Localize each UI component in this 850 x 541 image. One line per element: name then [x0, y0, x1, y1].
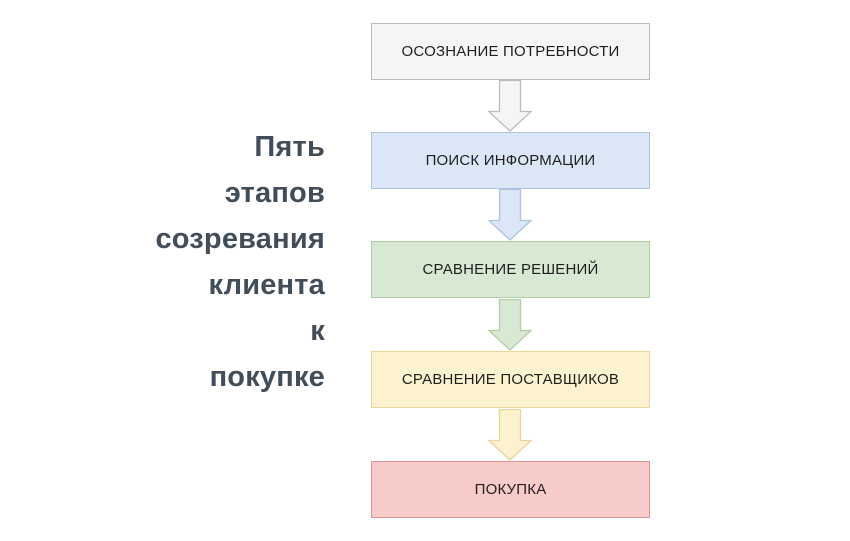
flow-arrow-down-icon	[488, 299, 532, 351]
diagram-title: Пять этапов созревания клиента к покупке	[40, 124, 325, 400]
flow-arrow-down-icon	[488, 80, 532, 132]
stage-label: ОСОЗНАНИЕ ПОТРЕБНОСТИ	[401, 43, 620, 60]
stage-box-information-search: ПОИСК ИНФОРМАЦИИ	[371, 132, 650, 189]
flow-arrow-down-icon	[488, 189, 532, 241]
title-line: этапов	[224, 177, 325, 209]
title-line: созревания	[155, 223, 325, 255]
stage-box-need-recognition: ОСОЗНАНИЕ ПОТРЕБНОСТИ	[371, 23, 650, 80]
title-line: клиента	[208, 269, 325, 301]
stage-label: СРАВНЕНИЕ РЕШЕНИЙ	[422, 261, 599, 278]
stage-box-solution-comparison: СРАВНЕНИЕ РЕШЕНИЙ	[371, 241, 650, 298]
stage-box-vendor-comparison: СРАВНЕНИЕ ПОСТАВЩИКОВ	[371, 351, 650, 408]
title-line: Пять	[254, 131, 325, 163]
stage-label: СРАВНЕНИЕ ПОСТАВЩИКОВ	[401, 371, 620, 388]
stage-label: ПОИСК ИНФОРМАЦИИ	[425, 152, 596, 169]
stage-label: ПОКУПКА	[474, 481, 547, 498]
stage-box-purchase: ПОКУПКА	[371, 461, 650, 518]
title-line: покупке	[209, 361, 325, 393]
title-line: к	[310, 315, 325, 347]
flow-arrow-down-icon	[488, 409, 532, 461]
